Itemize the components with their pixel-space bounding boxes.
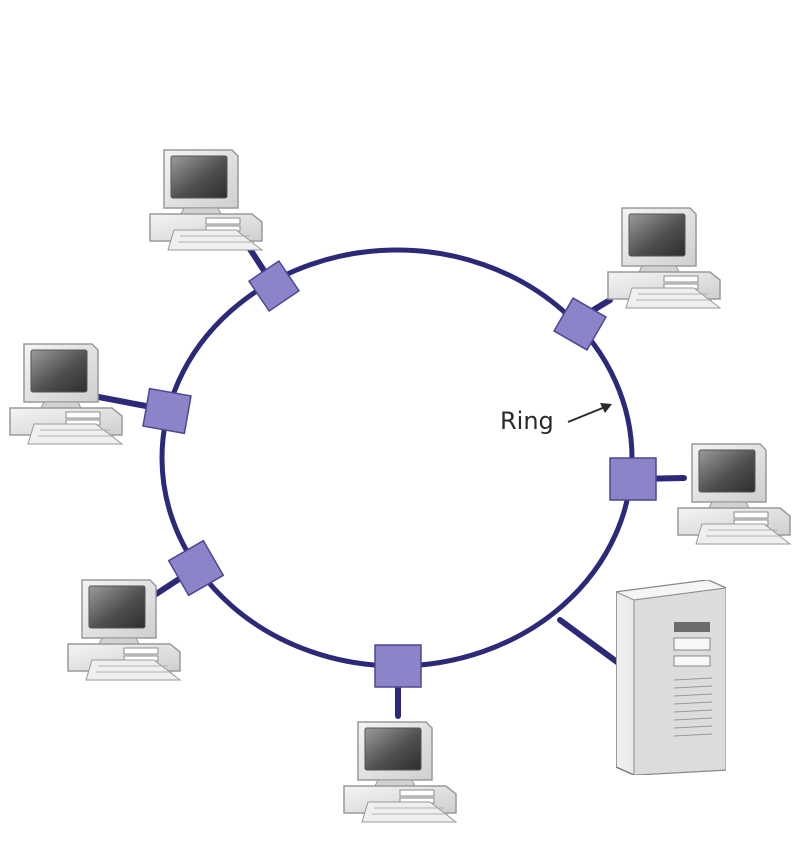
- link-server: [557, 617, 620, 665]
- computer-icon: [67, 579, 181, 681]
- ring-label: Ring: [500, 407, 554, 435]
- ring-connector: [247, 259, 301, 313]
- ring-connector: [609, 457, 657, 501]
- server-icon: [616, 580, 726, 775]
- ring: [159, 247, 635, 669]
- computer-icon: [677, 443, 791, 545]
- ring-connector: [167, 539, 225, 597]
- computer-icon: [149, 149, 263, 251]
- connectors-layer: [142, 259, 657, 688]
- ring-arrowhead: [600, 403, 612, 413]
- computer-icon: [343, 721, 457, 823]
- ring-callout: Ring: [500, 403, 612, 435]
- ring-connector: [374, 644, 422, 688]
- computer-icon: [607, 207, 721, 309]
- computer-icon: [9, 343, 123, 445]
- ring-connector: [553, 297, 607, 351]
- ring-connector: [142, 387, 192, 435]
